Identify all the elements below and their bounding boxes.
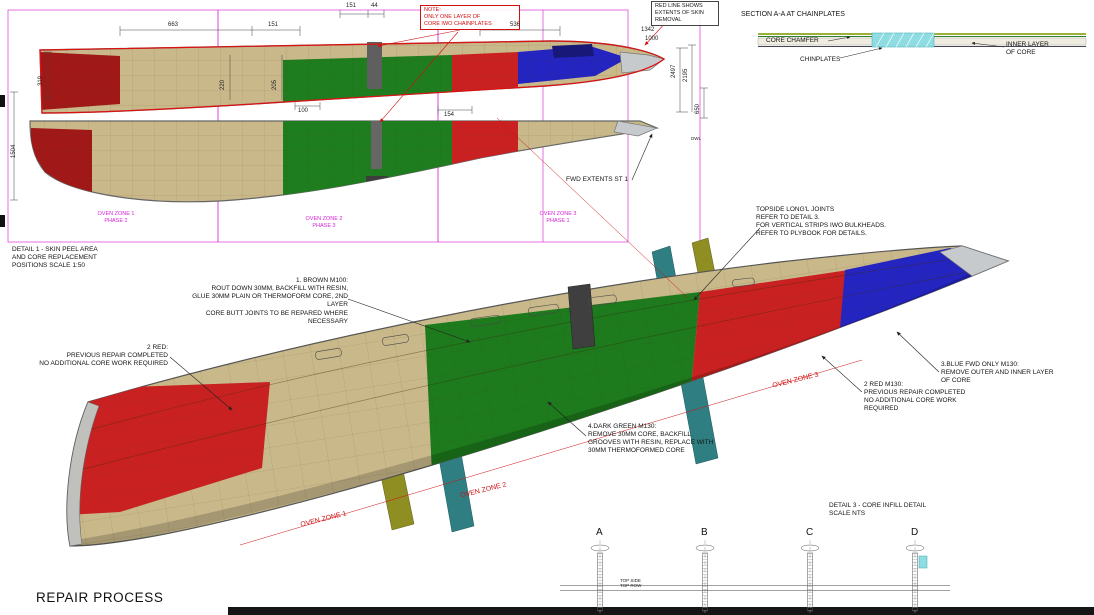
- detail3-drawing: [560, 540, 950, 613]
- red-line-note: RED LINE SHOWS EXTENTS OF SKIN REMOVAL: [651, 1, 719, 26]
- dim-dwl: DWL: [691, 136, 701, 141]
- chainplate-bar-profile: [371, 121, 382, 169]
- section-aa-title: SECTION A-A AT CHAINPLATES: [741, 11, 845, 18]
- dim-205: 205: [272, 79, 278, 90]
- dim-154: 154: [444, 112, 455, 118]
- annotation-topside-joints: TOPSIDE LONG'L JOINTS REFER TO DETAIL 3.…: [756, 206, 887, 238]
- dim-2497: 2497: [671, 64, 677, 78]
- dim-663: 663: [168, 22, 179, 28]
- bottom-border-bar: [228, 607, 1094, 615]
- transom-cap-3d: [66, 401, 100, 547]
- dim-151-b: 151: [346, 3, 357, 9]
- inner-layer-label: INNER LAYER OF CORE: [1006, 41, 1049, 57]
- dim-1342: 1342: [641, 27, 655, 33]
- chainplate-core-block: [871, 32, 935, 48]
- detail1-title: DETAIL 1 - SKIN PEEL AREA AND CORE REPLA…: [12, 246, 98, 270]
- detail3-title: DETAIL 3 - CORE INFILL DETAIL SCALE NTS: [829, 502, 927, 518]
- oven-zone3-plan-label: OVEN ZONE 3 PHASE 1: [539, 211, 577, 224]
- dim-1504: 1504: [11, 144, 17, 158]
- dim-100: 100: [298, 108, 309, 114]
- detail3-section-b: B: [701, 527, 708, 538]
- annotation-red-fwd: 2 RED M130: PREVIOUS REPAIR COMPLETED NO…: [864, 381, 966, 413]
- core-note: NOTE: ONLY ONE LAYER OF CORE IWO CHAINPL…: [420, 5, 520, 30]
- dim-44: 44: [371, 3, 378, 9]
- detail3-section-d: D: [911, 527, 919, 538]
- section-aa-drawing: [757, 32, 1087, 59]
- dim-319: 319: [38, 75, 44, 86]
- sheet-border-marks: [0, 95, 5, 227]
- dimension-lines: [10, 10, 708, 201]
- chinplates-label: CHINPLATES: [800, 56, 841, 63]
- detail3-section-a: A: [596, 527, 603, 538]
- deck-hatches: [315, 277, 755, 360]
- detail3-section-c: C: [806, 527, 814, 538]
- core-infill-cyan-block: [918, 555, 928, 569]
- oven-zone2-plan-label: OVEN ZONE 2 PHASE 3: [305, 216, 343, 229]
- fwd-extents-label: FWD EXTENTS ST 1: [566, 176, 628, 183]
- annotation-dark-green: 4.DARK GREEN M130: REMOVE 30MM CORE, BAC…: [588, 423, 714, 455]
- annotation-brown-m100: 1. BROWN M100: ROUT DOWN 30MM, BACKFILL …: [192, 277, 348, 325]
- bow-tip-deck: [619, 51, 665, 74]
- mast-stub: [567, 283, 596, 350]
- detail3-row-label: TOP SIDE TOP ROW: [620, 578, 642, 589]
- bow-tip-profile: [613, 120, 659, 137]
- core-chamfer-label: CORE CHAMFER: [766, 37, 819, 44]
- page-title: REPAIR PROCESS: [36, 590, 164, 605]
- plan-view-deck: [39, 40, 666, 114]
- bow-tip-3d: [939, 245, 1009, 277]
- annotation-red-aft: 2 RED: PREVIOUS REPAIR COMPLETED NO ADDI…: [39, 344, 168, 368]
- oven-zone1-plan-label: OVEN ZONE 1 PHASE 2: [97, 211, 135, 224]
- skin-removal-extent-outline: [39, 40, 666, 114]
- annotation-leaders: [169, 133, 940, 437]
- dim-536: 536: [510, 22, 521, 28]
- plan-view-profile: [29, 120, 660, 203]
- annotation-blue-fwd: 3.BLUE FWD ONLY M130: REMOVE OUTER AND I…: [941, 361, 1054, 385]
- dim-1000: 1000: [645, 36, 659, 42]
- dim-2195: 2195: [683, 68, 689, 82]
- dim-220: 220: [220, 79, 226, 90]
- dim-151-a: 151: [268, 22, 279, 28]
- dim-650: 650: [695, 103, 701, 114]
- chainplate-bar-deck: [367, 42, 382, 89]
